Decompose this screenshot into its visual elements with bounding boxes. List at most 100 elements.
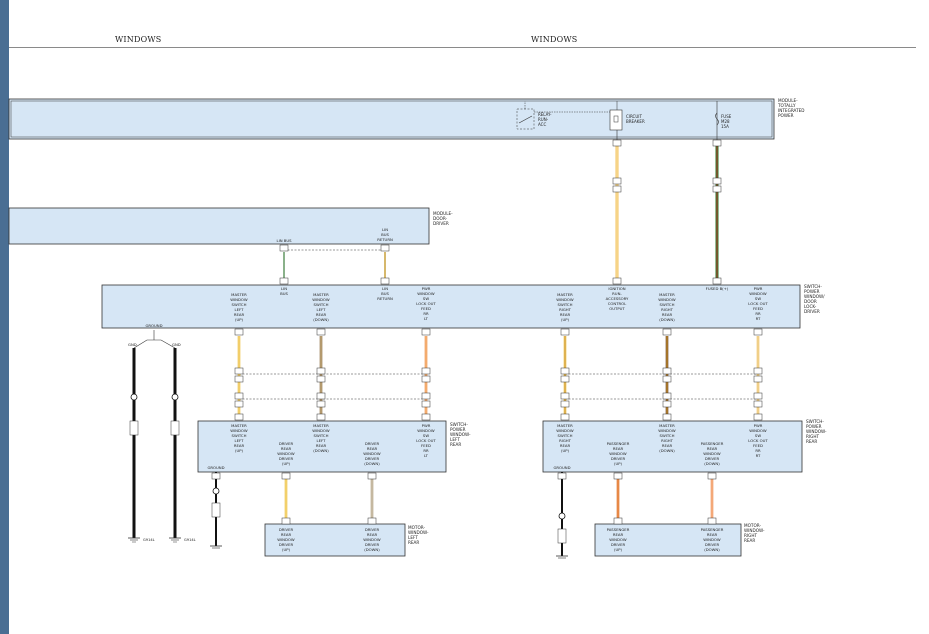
fuse-label-2: M28 (721, 119, 730, 124)
svg-text:LT: LT (424, 316, 429, 321)
pin-motor-in-0 (281, 517, 291, 525)
pin-rear-rr-up (560, 413, 570, 421)
svg-text:RR: RR (755, 448, 761, 453)
svg-text:DRIVER: DRIVER (279, 441, 294, 446)
svg-text:RETURN: RETURN (377, 296, 393, 301)
svg-text:LEFT: LEFT (408, 535, 418, 540)
svg-text:(DOWN): (DOWN) (659, 317, 675, 322)
svg-text:DRIVER: DRIVER (433, 221, 449, 226)
rr-switch-pin-ground: GROUND (553, 465, 570, 470)
svg-text:SWITCH-: SWITCH- (450, 422, 468, 427)
pin-rear-right-ground (557, 472, 567, 480)
pin-master-lin (279, 277, 289, 285)
svg-text:REAR: REAR (234, 443, 245, 448)
svg-text:RIGHT: RIGHT (559, 438, 572, 443)
svg-text:DRIVER: DRIVER (705, 456, 720, 461)
pin-master-lr-up (234, 328, 244, 336)
right-rear-switch-box (542, 420, 803, 473)
pin-splice-fuse-1 (712, 177, 722, 185)
svg-text:REAR: REAR (234, 312, 245, 317)
pin-rear-rr-lockout (753, 413, 763, 421)
svg-text:MODULE-: MODULE- (433, 211, 453, 216)
svg-text:SW: SW (423, 296, 429, 301)
svg-text:SWITCH: SWITCH (232, 302, 247, 307)
ground-point-left: G914L (143, 538, 155, 542)
svg-text:DRIVER: DRIVER (279, 456, 294, 461)
master-switch-label: SWITCH- POWER WINDOW/ DOOR LOCK- DRIVER (804, 284, 825, 314)
svg-text:WINDOW: WINDOW (749, 291, 767, 296)
relay-label-3: ACC (538, 122, 546, 127)
right-rear-switch-label: SWITCH- POWER WINDOW- RIGHT REAR (806, 419, 827, 444)
svg-text:POWER: POWER (778, 113, 794, 118)
svg-text:WINDOW: WINDOW (312, 428, 330, 433)
svg-text:MASTER: MASTER (557, 423, 573, 428)
wire-rr-motor-down (710, 479, 714, 519)
svg-text:WINDOW: WINDOW (609, 451, 627, 456)
pin-conn-b-rr-up (560, 375, 570, 383)
svg-text:DRIVER: DRIVER (365, 441, 380, 446)
svg-text:PASSENGER: PASSENGER (607, 527, 630, 532)
wire-lin-bus (283, 252, 285, 279)
pin-motor-in-3 (707, 517, 717, 525)
svg-text:(DOWN): (DOWN) (704, 461, 720, 466)
wire-layer (211, 139, 763, 525)
pin-rear-lr-down (316, 413, 326, 421)
svg-text:WINDOW: WINDOW (556, 297, 574, 302)
svg-text:FEED: FEED (421, 443, 431, 448)
svg-text:POWER: POWER (804, 289, 820, 294)
svg-text:REAR: REAR (613, 532, 624, 537)
svg-text:BUS: BUS (381, 291, 389, 296)
header-title-right: WINDOWS (531, 35, 578, 44)
door-driver-module-box (8, 207, 430, 245)
svg-text:LIN: LIN (382, 227, 388, 232)
wire-master-lr-down (319, 336, 323, 415)
svg-text:MASTER: MASTER (313, 423, 329, 428)
svg-text:WINDOW-: WINDOW- (806, 429, 827, 434)
svg-text:RIGHT: RIGHT (661, 307, 674, 312)
svg-text:REAR: REAR (744, 538, 755, 543)
svg-text:SWITCH: SWITCH (314, 302, 329, 307)
svg-text:(DOWN): (DOWN) (364, 461, 380, 466)
left-rear-motor-box (264, 523, 406, 557)
wire-lin-return (384, 252, 386, 279)
relay-label-2: RUN- (538, 117, 549, 122)
svg-text:DRIVER: DRIVER (611, 542, 626, 547)
pin-splice-ign-2 (612, 185, 622, 193)
pin-conn-b-rr-lockout (753, 375, 763, 383)
svg-text:DRIVER: DRIVER (365, 527, 380, 532)
svg-text:WINDOW/: WINDOW/ (804, 294, 825, 299)
svg-text:MASTER: MASTER (231, 423, 247, 428)
rear-switch-ground-wires (210, 472, 568, 559)
pin-conn-b-rr-down (662, 375, 672, 383)
pin-conn-a-rr-down (662, 367, 672, 375)
wire-rr-motor-up (616, 479, 620, 519)
fuse-m28-symbol (715, 112, 719, 126)
relay-run-acc (516, 108, 535, 130)
ground-label-a: GND (128, 342, 137, 347)
svg-text:WINDOW-: WINDOW- (408, 530, 429, 535)
pin-motor-in-2 (613, 517, 623, 525)
svg-text:REAR: REAR (560, 443, 571, 448)
svg-text:DRIVER: DRIVER (804, 309, 820, 314)
svg-text:RUN-: RUN- (612, 291, 622, 296)
pin-conn-b-lr-down (316, 375, 326, 383)
pin-master-lr-lockout (421, 328, 431, 336)
svg-text:WINDOW-: WINDOW- (450, 432, 471, 437)
svg-text:LEFT: LEFT (450, 437, 460, 442)
svg-text:WINDOW: WINDOW (417, 291, 435, 296)
svg-text:DOOR-: DOOR- (433, 216, 448, 221)
pin-master-ignition (612, 277, 622, 285)
svg-text:SWITCH: SWITCH (558, 433, 573, 438)
pin-master-rr-up (560, 328, 570, 336)
svg-text:(DOWN): (DOWN) (313, 317, 329, 322)
pin-rear-out-2 (613, 472, 623, 480)
svg-text:WINDOW: WINDOW (658, 297, 676, 302)
